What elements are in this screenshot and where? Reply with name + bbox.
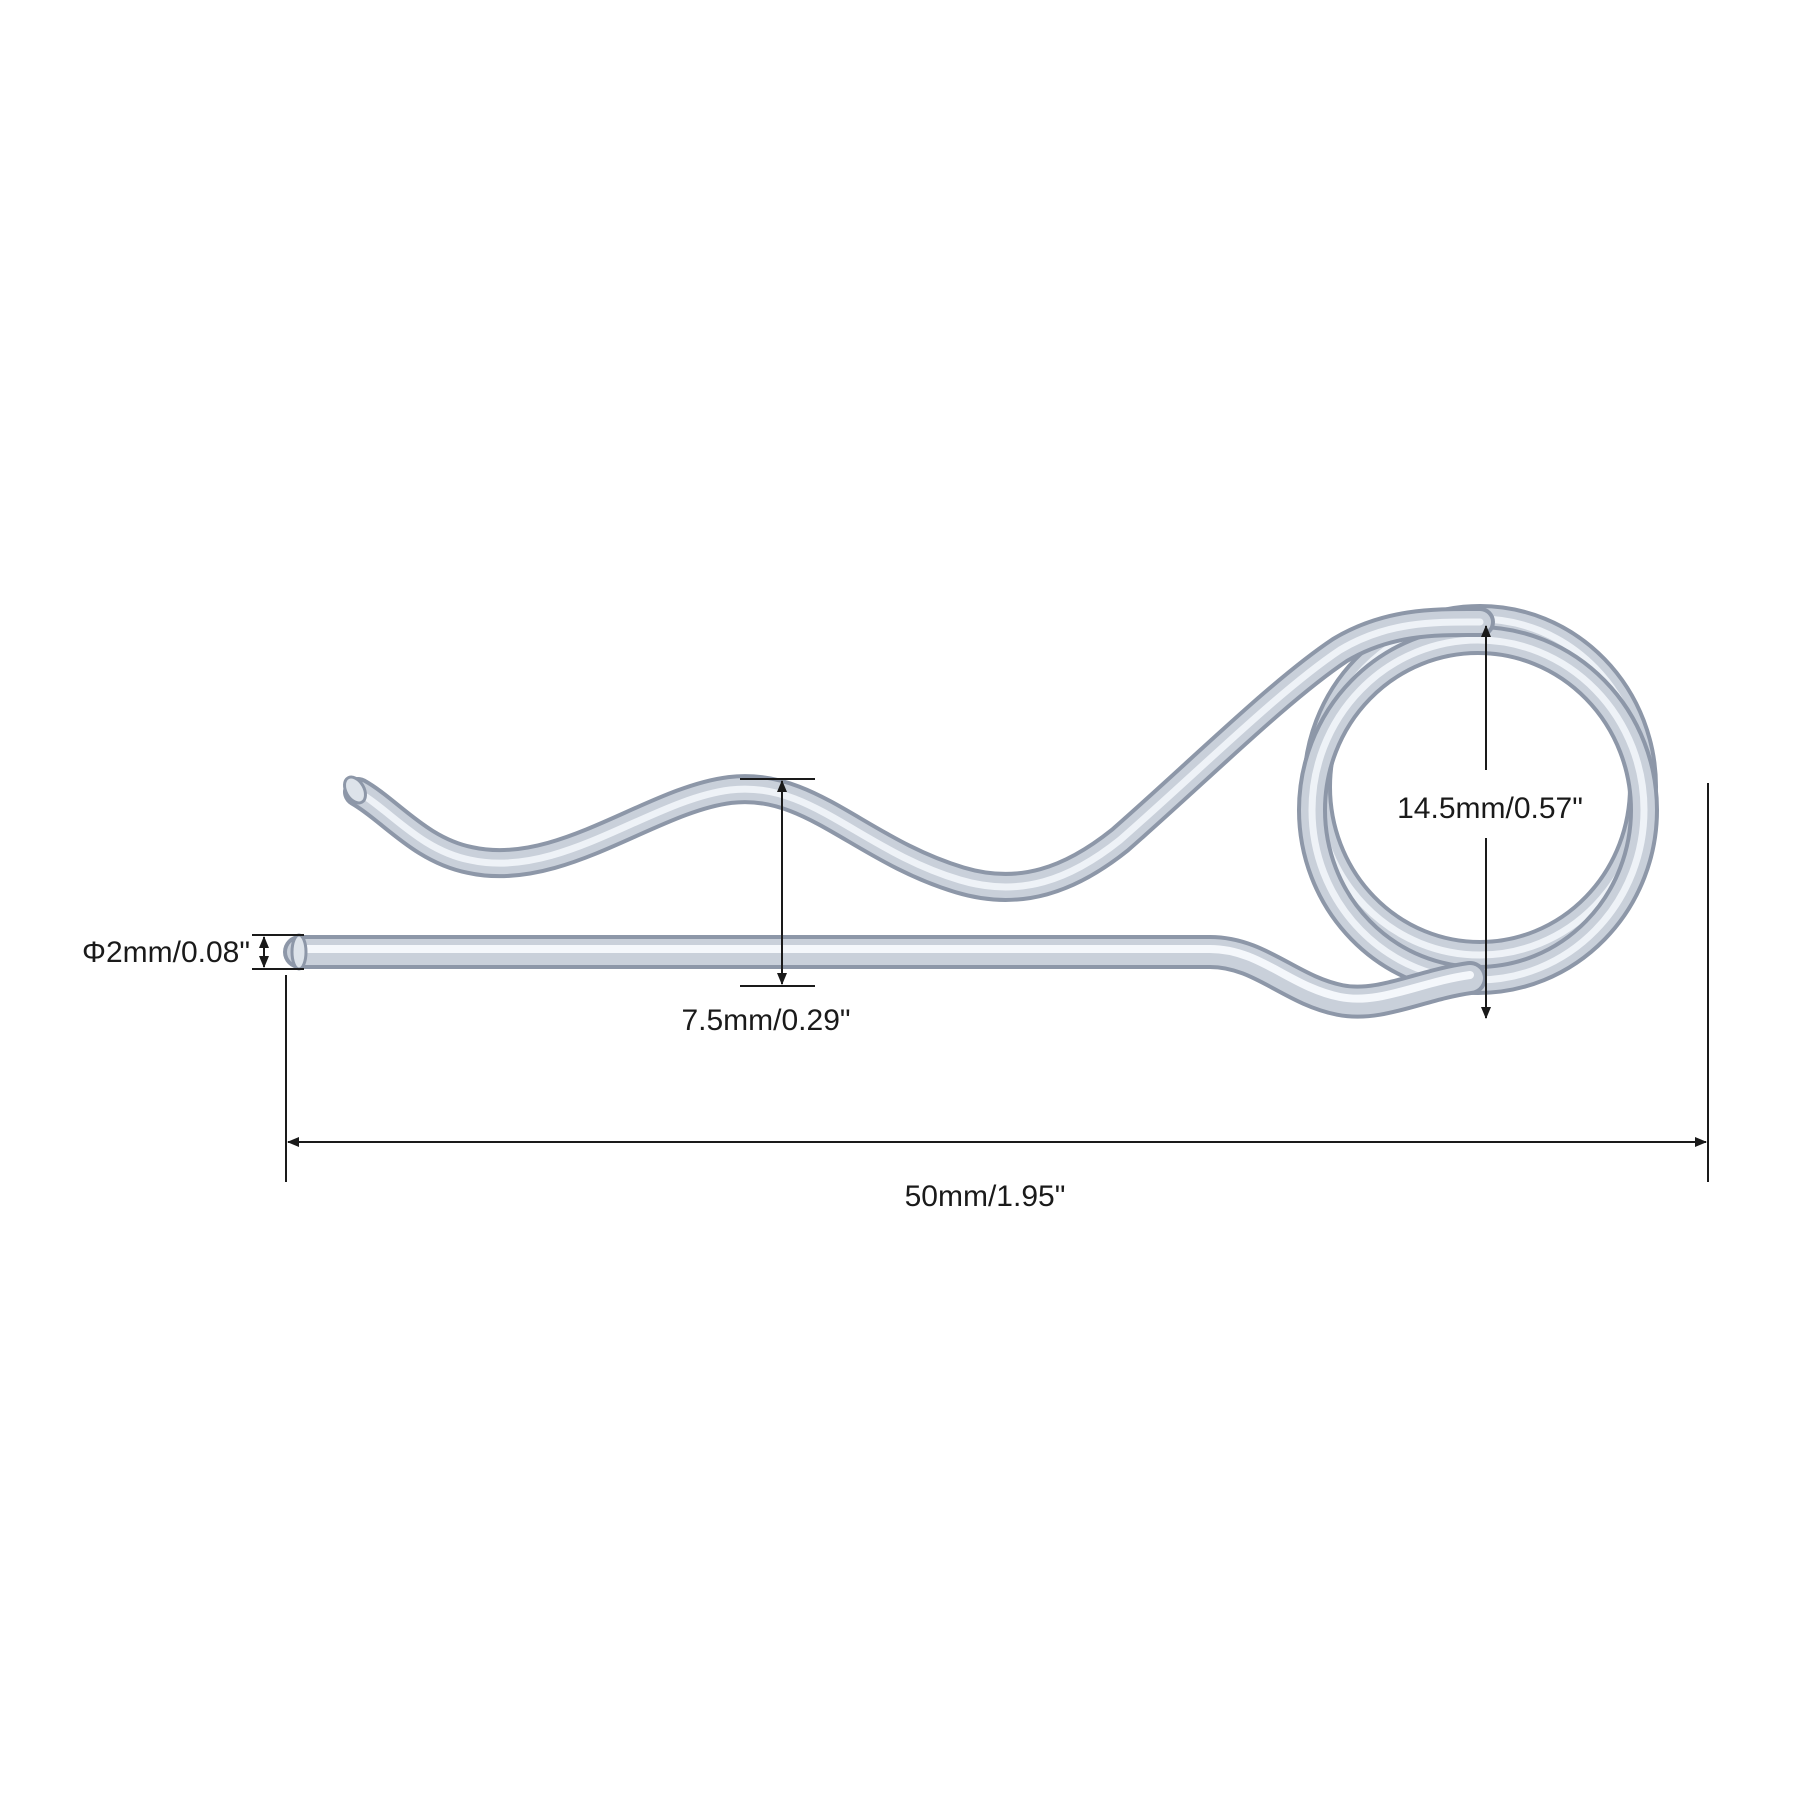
wavy-leg-tip [343,775,367,805]
r-clip-pin [283,604,1659,1019]
diameter-label: Φ2mm/0.08" [82,936,250,969]
overall-length-label: 50mm/1.95" [905,1180,1066,1213]
dimension-wave-height [740,778,815,987]
loop-diameter-label: 14.5mm/0.57" [1397,792,1583,825]
dimension-overall-length [285,783,1709,1182]
pin-straight-leg [283,933,1487,1019]
pin-wavy-leg [343,606,1495,902]
wave-height-label: 7.5mm/0.29" [681,1004,850,1037]
dimension-diameter [252,934,304,970]
straight-leg-end [290,933,308,971]
